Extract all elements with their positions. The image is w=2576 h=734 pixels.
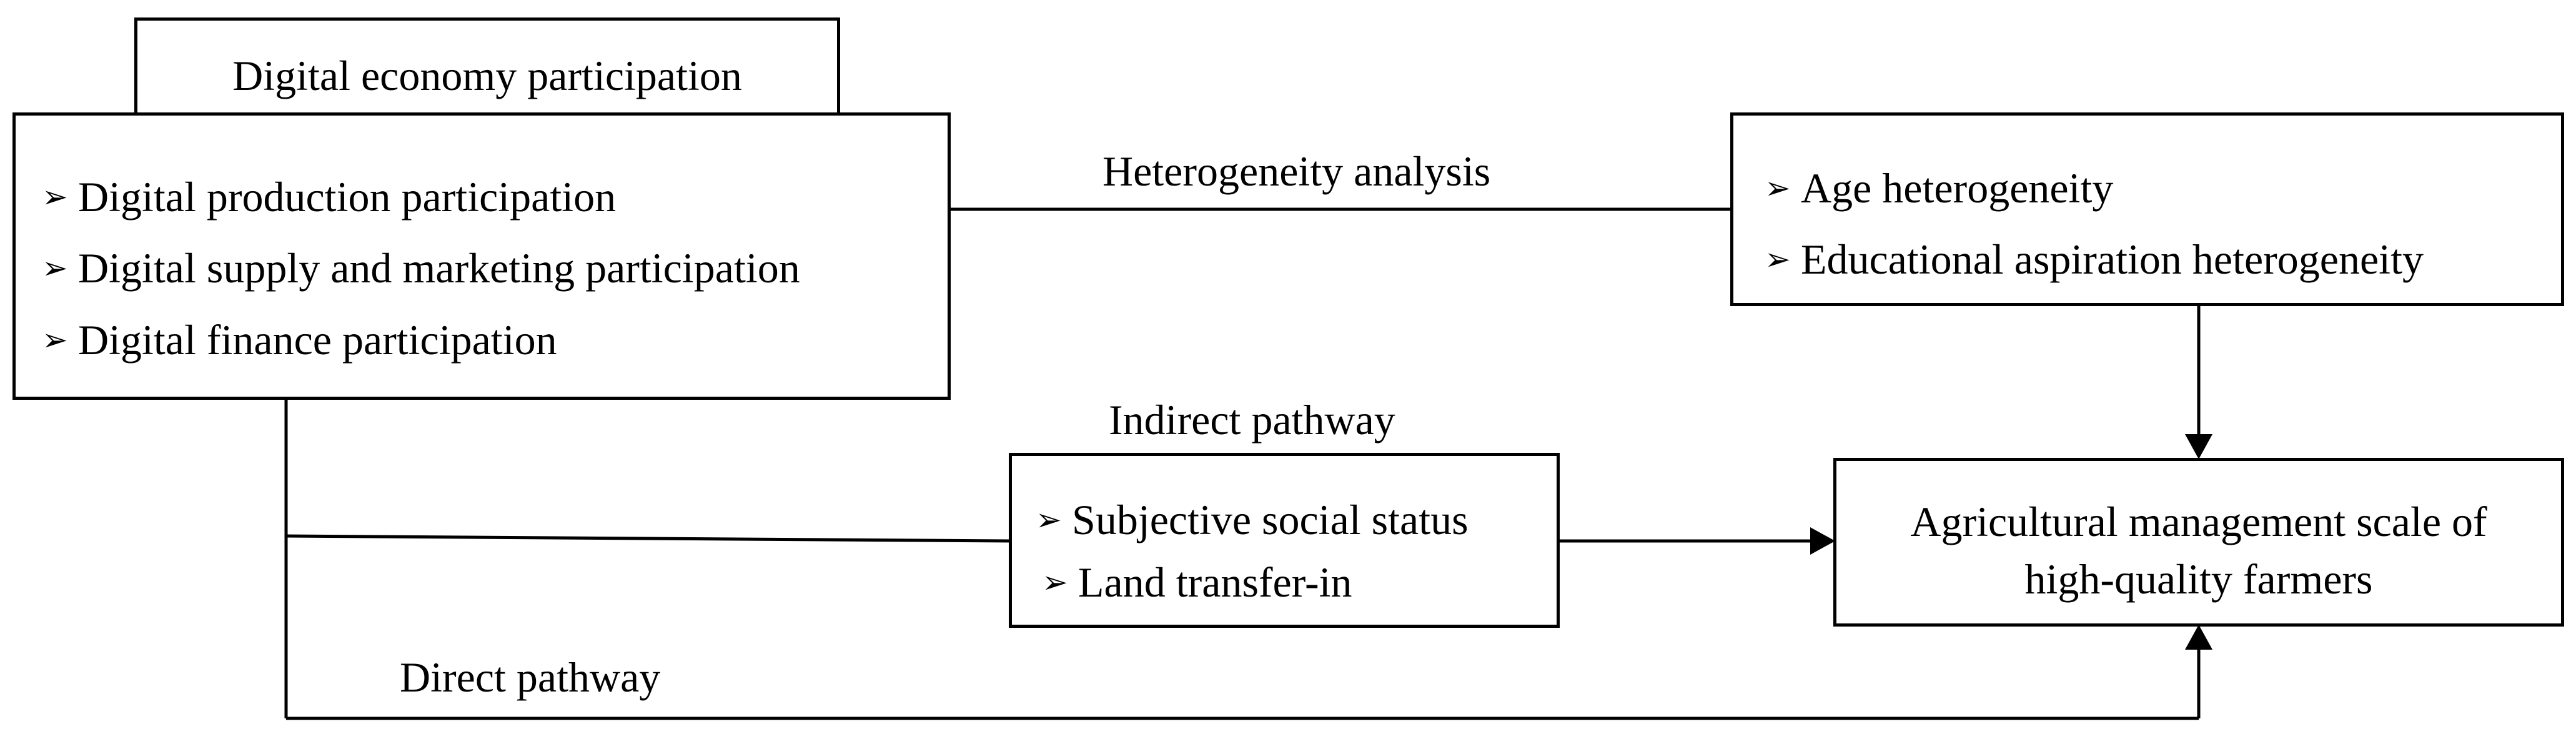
heterogeneity-arrowhead: [2185, 434, 2212, 459]
arrow-bullet-icon: ➢: [1765, 171, 1791, 206]
digital-finance-label: Digital finance participation: [78, 316, 557, 364]
indirect-box: ➢ Subjective social status ➢ Land transf…: [1009, 453, 1560, 628]
education-heterogeneity-label: Educational aspiration heterogeneity: [1801, 236, 2424, 283]
list-item: ➢ Land transfer-in: [1042, 561, 1352, 603]
arrow-bullet-icon: ➢: [42, 179, 68, 214]
outcome-text: Agricultural management scale of high-qu…: [1836, 493, 2561, 608]
social-status-label: Subjective social status: [1072, 496, 1469, 543]
outcome-line-1: Agricultural management scale of: [1910, 498, 2487, 545]
outcome-line-2: high-quality farmers: [2024, 555, 2373, 603]
list-item: ➢ Age heterogeneity: [1765, 167, 2113, 209]
digital-economy-title-box: Digital economy participation: [134, 17, 840, 116]
list-item: ➢ Digital supply and marketing participa…: [42, 247, 800, 289]
digital-supply-label: Digital supply and marketing participati…: [78, 244, 800, 292]
digital-economy-box: ➢ Digital production participation ➢ Dig…: [12, 112, 951, 400]
list-item: ➢ Digital production participation: [42, 176, 616, 218]
list-item: ➢ Educational aspiration heterogeneity: [1765, 238, 2424, 280]
arrow-bullet-icon: ➢: [42, 322, 68, 357]
arrow-bullet-icon: ➢: [1036, 502, 1062, 537]
direct-pathway-label: Direct pathway: [400, 653, 661, 701]
direct-arrowhead: [2185, 625, 2212, 650]
list-item: ➢ Digital finance participation: [42, 319, 557, 361]
indirect-pathway-label: Indirect pathway: [1109, 396, 1395, 444]
heterogeneity-label: Heterogeneity analysis: [1102, 147, 1491, 195]
arrow-bullet-icon: ➢: [42, 250, 68, 285]
digital-production-label: Digital production participation: [78, 173, 617, 221]
list-item: ➢ Subjective social status: [1036, 498, 1469, 541]
outcome-box: Agricultural management scale of high-qu…: [1833, 458, 2564, 627]
age-heterogeneity-label: Age heterogeneity: [1801, 164, 2114, 212]
arrow-bullet-icon: ➢: [1765, 242, 1791, 277]
heterogeneity-box: ➢ Age heterogeneity ➢ Educational aspira…: [1730, 112, 2564, 306]
land-transfer-label: Land transfer-in: [1078, 558, 1352, 606]
digital-economy-title: Digital economy participation: [232, 52, 742, 99]
arrow-bullet-icon: ➢: [1042, 565, 1068, 600]
indirect-connector: [285, 534, 1011, 543]
indirect-arrowhead: [1810, 527, 1835, 555]
